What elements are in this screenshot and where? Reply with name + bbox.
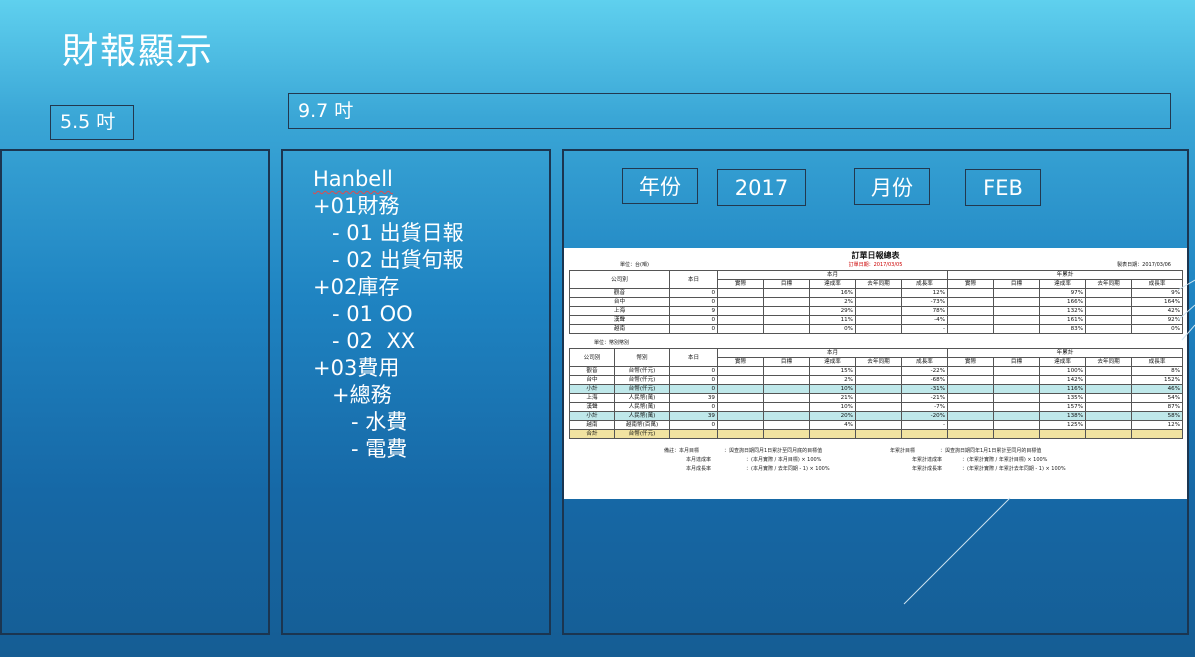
tree-item[interactable]: +03費用 bbox=[313, 356, 400, 380]
table-cell: - bbox=[900, 324, 949, 334]
small-screen-panel bbox=[0, 149, 270, 635]
report-unit-label: 單位：台(噸) bbox=[620, 262, 649, 268]
table-row: 合計台幣(仟元) bbox=[569, 429, 1184, 439]
report-note-text: 本月成長率 bbox=[686, 466, 712, 472]
report-note-text: ：與查詢日期同月1日累計至同月底的目標值 bbox=[724, 448, 823, 454]
report-table-amount: 公司別幣別本日本月年累計實際目標達成率去年同期成長率實際目標達成率去年同期成長率… bbox=[569, 348, 1184, 439]
report-note-text: 本月達成率 bbox=[686, 457, 712, 463]
report-note-text: 年累計目標 bbox=[890, 448, 916, 454]
report-panel bbox=[562, 149, 1189, 635]
tree-item[interactable]: +02庫存 bbox=[313, 275, 400, 299]
report-table-volume: 公司別本日本月年累計實際目標達成率去年同期成長率實際目標達成率去年同期成長率觀音… bbox=[569, 270, 1184, 334]
tree-item[interactable]: - 水費 bbox=[351, 410, 408, 434]
report-note-text: 年累計成長率 bbox=[912, 466, 943, 472]
table-header-row: 公司別本日本月年累計 bbox=[569, 270, 1184, 289]
report-note-text: ：(本月實際 / 本月目標) × 100% bbox=[746, 457, 822, 463]
tree-item[interactable]: - 01 出貨日報 bbox=[332, 221, 464, 245]
table-cell bbox=[900, 429, 949, 439]
report-tree-menu: Hanbell +01財務 - 01 出貨日報 - 02 出貨旬報 +02庫存 - 01 … bbox=[313, 166, 464, 463]
report-order-date: 訂單日期：2017/03/05 bbox=[848, 262, 903, 268]
tree-item[interactable]: +總務 bbox=[332, 383, 392, 407]
large-screen-label: 9.7 吋 bbox=[288, 93, 1171, 129]
report-note-text: ：與查詢日期同年1月1日累計至同月的目標值 bbox=[940, 448, 1042, 454]
report-notes: 備註：本月目標 ：與查詢日期同月1日累計至同月底的目標值 年累計目標 ：與查詢日期同年… bbox=[664, 447, 1187, 474]
tree-item[interactable]: - 02 XX bbox=[332, 329, 416, 353]
page-title: 財報顯示 bbox=[62, 31, 215, 72]
tree-item[interactable]: - 電費 bbox=[351, 437, 408, 461]
order-daily-report: 訂單日報總表 訂單日期：2017/03/05 單位：台(噸) 製表日期：2017… bbox=[564, 248, 1187, 499]
small-screen-label: 5.5 吋 bbox=[50, 105, 134, 140]
tree-item[interactable]: +01財務 bbox=[313, 194, 400, 218]
month-label: 月份 bbox=[854, 168, 930, 205]
table-header-row: 實際目標達成率去年同期成長率實際目標達成率去年同期成長率 bbox=[570, 357, 1184, 367]
report-print-date: 製表日期：2017/03/06 bbox=[1117, 262, 1171, 268]
report-note-text: 備註：本月目標 bbox=[664, 448, 700, 454]
year-select[interactable]: 2017 bbox=[717, 169, 806, 206]
table-cell bbox=[1131, 429, 1184, 439]
menu-panel bbox=[281, 149, 551, 635]
tree-root[interactable]: Hanbell bbox=[313, 167, 393, 191]
tree-item[interactable]: - 02 出貨旬報 bbox=[332, 248, 464, 272]
report-note-text: ：(年累計實際 / 年累計去年同期 - 1) × 100% bbox=[962, 466, 1066, 472]
report-note-text: 年累計達成率 bbox=[912, 457, 943, 463]
report-unit-label-2: 單位：幣別幣別 bbox=[594, 340, 630, 346]
month-select[interactable]: FEB bbox=[965, 169, 1041, 206]
tree-item[interactable]: - 01 OO bbox=[332, 302, 413, 326]
year-label: 年份 bbox=[622, 168, 698, 204]
report-note-text: ：(本月實際 / 去年同期 - 1) × 100% bbox=[746, 466, 830, 472]
report-title: 訂單日報總表 bbox=[851, 251, 900, 260]
table-cell: 0% bbox=[1131, 324, 1184, 334]
report-note-text: ：(年累計實際 / 年累計目標) × 100% bbox=[962, 457, 1048, 463]
